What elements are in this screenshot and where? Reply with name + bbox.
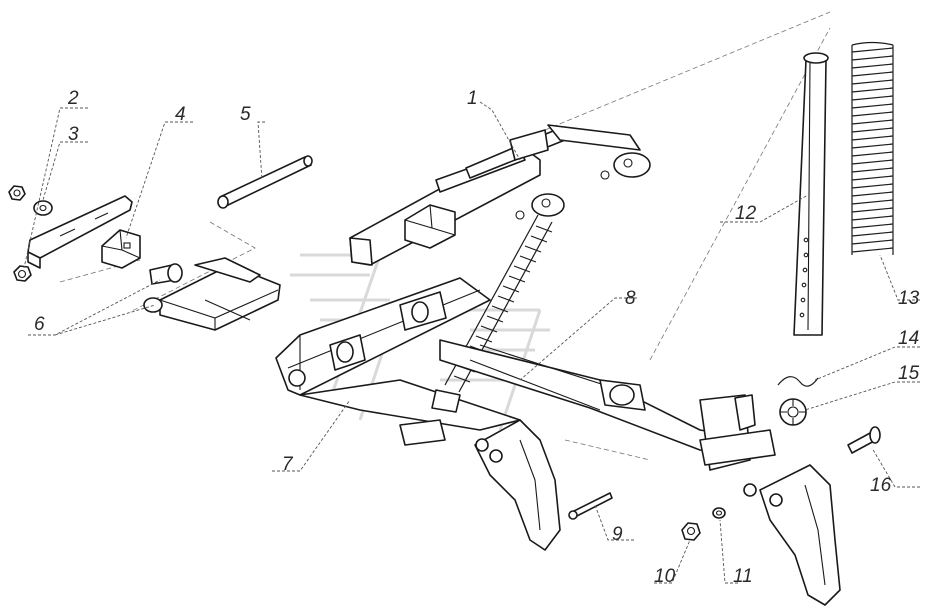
assembly-guide-lines (59, 11, 831, 461)
part-16-bolt (847, 426, 881, 454)
part-6-bracket (143, 257, 281, 331)
label-part-9: 9 (612, 524, 623, 545)
part-15-star-washer (779, 398, 807, 426)
leader-lines (23, 101, 920, 584)
part-9-cotter-pin (568, 492, 613, 520)
part-8-drawbar (439, 339, 776, 471)
label-part-6: 6 (34, 314, 45, 335)
right-opener (743, 464, 841, 606)
label-part-12: 12 (735, 203, 757, 224)
label-part-3: 3 (68, 124, 79, 145)
part-7-frame (275, 277, 521, 446)
part-10-nut (681, 522, 701, 541)
label-part-10: 10 (654, 566, 676, 587)
label-part-14: 14 (898, 328, 919, 349)
part-12-rod (793, 52, 829, 336)
label-part-2: 2 (67, 88, 79, 109)
part-11-washer (712, 507, 726, 519)
part-4-clamp (101, 229, 141, 269)
label-part-13: 13 (898, 288, 920, 309)
label-part-7: 7 (282, 454, 294, 475)
part-2-nut-upper (8, 185, 26, 201)
part-1-arm (349, 124, 651, 266)
label-part-5: 5 (240, 104, 251, 125)
part-13-spring (851, 41, 894, 255)
label-part-4: 4 (175, 104, 186, 125)
part-14-clip (777, 376, 819, 387)
left-opener (474, 419, 561, 551)
part-2-nut (13, 265, 32, 282)
part-5-pin (217, 155, 313, 209)
label-part-1: 1 (467, 88, 478, 109)
label-part-16: 16 (870, 475, 892, 496)
part-labels: 1 2 3 4 5 6 7 8 9 10 11 12 13 14 15 16 (34, 88, 920, 587)
label-part-8: 8 (625, 288, 636, 309)
label-part-15: 15 (898, 363, 920, 384)
label-part-11: 11 (733, 566, 753, 587)
